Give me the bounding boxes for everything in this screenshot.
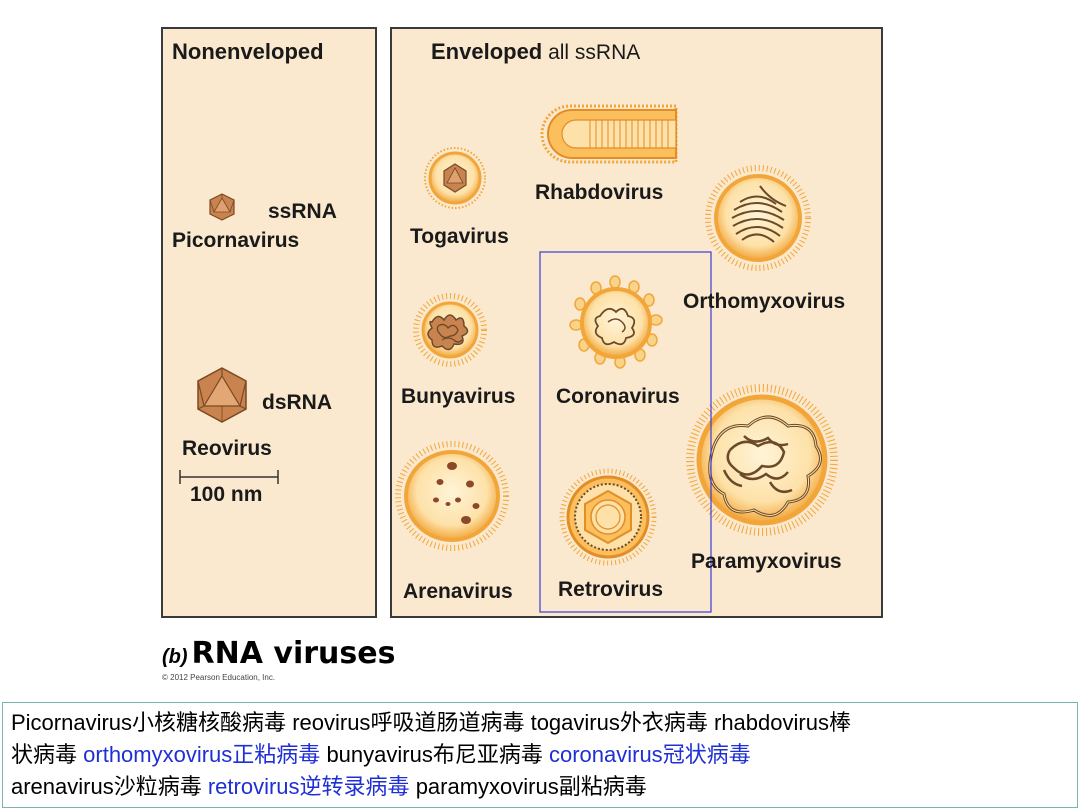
retrovirus-icon — [559, 468, 657, 566]
orthomyxovirus-icon — [705, 165, 811, 271]
enveloped-header-rest: all ssRNA — [542, 41, 641, 64]
desc-term: reovirus — [292, 710, 371, 735]
desc-term: paramyxovirus — [415, 774, 559, 799]
rhabdovirus-label: Rhabdovirus — [535, 181, 664, 204]
desc-translation: 外衣病毒 — [619, 711, 708, 736]
desc-translation-highlight: 冠状病毒 — [662, 743, 751, 768]
paramyxovirus-label: Paramyxovirus — [691, 550, 842, 573]
virus-diagram — [179, 104, 838, 613]
figure-caption: (b)RNA viruses — [162, 636, 395, 671]
bunyavirus-label: Bunyavirus — [401, 385, 516, 408]
desc-term-highlight: orthomyxovirus — [83, 742, 233, 767]
nonenveloped-panel — [161, 27, 377, 618]
picornavirus-label: Picornavirus — [172, 229, 300, 252]
coronavirus-icon — [569, 275, 663, 369]
rhabdovirus-icon — [540, 104, 678, 164]
enveloped-header-bold: Enveloped — [431, 39, 543, 64]
desc-translation: 小核糖核酸病毒 — [132, 711, 287, 736]
togavirus-label: Togavirus — [410, 225, 509, 248]
dsrna-label: dsRNA — [262, 391, 333, 414]
description-box: Picornavirus小核糖核酸病毒 reovirus呼吸道肠道病毒 toga… — [2, 702, 1078, 808]
highlight-box — [539, 251, 712, 613]
caption-title: RNA viruses — [191, 636, 396, 671]
arenavirus-label: Arenavirus — [403, 580, 513, 603]
reovirus-icon — [197, 367, 247, 423]
desc-translation: 状病毒 — [11, 743, 78, 768]
arenavirus-icon — [395, 441, 509, 551]
togavirus-icon — [424, 147, 486, 209]
scale-label: 100 nm — [190, 483, 263, 506]
copyright: © 2012 Pearson Education, Inc. — [162, 673, 276, 682]
desc-term: rhabdovirus — [714, 710, 829, 735]
bunyavirus-icon — [413, 293, 487, 367]
description-line-2: 状病毒 orthomyxovirus正粘病毒 bunyavirus布尼亚病毒 c… — [11, 739, 1069, 771]
caption-letter: (b) — [162, 646, 188, 668]
desc-term: Picornavirus — [11, 710, 133, 735]
desc-translation: 布尼亚病毒 — [432, 743, 543, 768]
desc-term: arenavirus — [11, 774, 114, 799]
orthomyxovirus-label: Orthomyxovirus — [683, 290, 846, 313]
desc-translation-highlight: 逆转录病毒 — [299, 775, 410, 800]
ssrna-label: ssRNA — [268, 200, 337, 223]
desc-term: bunyavirus — [326, 742, 433, 767]
reovirus-label: Reovirus — [182, 437, 272, 460]
desc-term: togavirus — [530, 710, 620, 735]
description-line-3: arenavirus沙粒病毒 retrovirus逆转录病毒 paramyxov… — [11, 771, 1069, 803]
desc-term-highlight: coronavirus — [548, 742, 663, 767]
nonenveloped-header: Nonenveloped — [172, 39, 324, 64]
retrovirus-label: Retrovirus — [558, 578, 664, 601]
picornavirus-icon — [209, 193, 235, 221]
desc-translation: 沙粒病毒 — [113, 775, 202, 800]
desc-translation: 棒 — [828, 711, 851, 736]
description-line-1: Picornavirus小核糖核酸病毒 reovirus呼吸道肠道病毒 toga… — [11, 707, 1069, 739]
scale-bar — [179, 470, 279, 484]
coronavirus-label: Coronavirus — [556, 385, 680, 408]
desc-translation: 副粘病毒 — [558, 775, 647, 800]
desc-translation: 呼吸道肠道病毒 — [370, 711, 525, 736]
desc-term-highlight: retrovirus — [207, 774, 300, 799]
enveloped-header: Enveloped all ssRNA — [431, 39, 640, 65]
desc-translation-highlight: 正粘病毒 — [232, 743, 321, 768]
paramyxovirus-icon — [686, 384, 838, 536]
